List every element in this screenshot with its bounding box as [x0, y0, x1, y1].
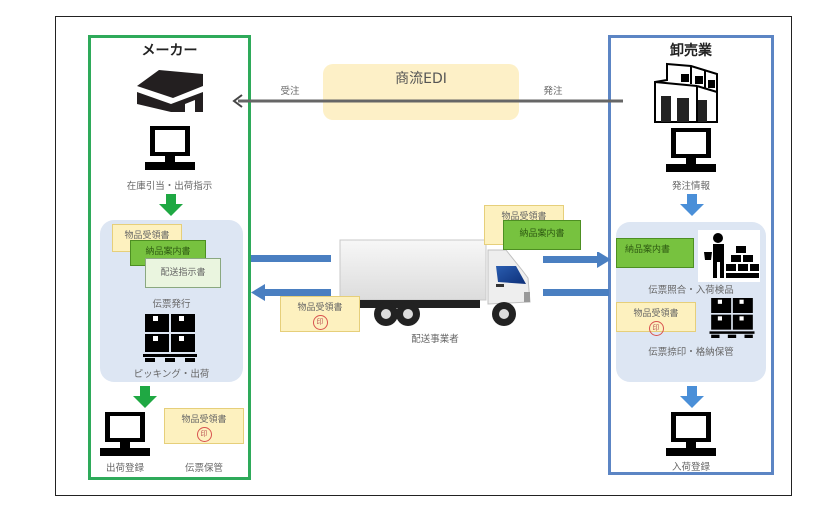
transit-delivery-note-doc: 納品案内書	[503, 220, 581, 250]
carrier-label: 配送事業者	[411, 334, 459, 345]
stamp-icon: 印	[312, 315, 328, 330]
computer-icon	[100, 412, 150, 456]
pallet-boxes-icon	[709, 298, 755, 338]
maker-box	[88, 35, 251, 480]
maker-stored-receipt-doc: 物品受領書 印	[164, 408, 244, 444]
maker-title: メーカー	[141, 43, 198, 59]
down-arrow-icon	[680, 386, 704, 408]
wholesaler-box	[608, 35, 774, 475]
maker-picking-label: ピッキング・出荷	[133, 369, 210, 380]
down-arrow-icon	[159, 194, 183, 216]
doc-label: 納品案内書	[519, 229, 565, 239]
diagram-frame	[55, 16, 792, 496]
delivery-truck-icon	[339, 239, 531, 326]
edi-place-order-label: 発注	[543, 86, 563, 97]
wholesaler-stamp-store-label: 伝票捺印・格納保管	[648, 347, 734, 358]
edi-receive-order-label: 受注	[280, 86, 300, 97]
maker-issue-label: 伝票発行	[152, 299, 191, 310]
maker-ship-register-label: 出荷登録	[105, 463, 144, 474]
maker-doc-dispatch-instruction: 配送指示書	[145, 258, 221, 288]
wholesaler-order-info-label: 発注情報	[671, 181, 710, 192]
shipment-arrows-right	[543, 252, 611, 296]
computer-icon	[145, 126, 195, 170]
maker-storage-label: 伝票保管	[184, 463, 223, 474]
stamp-icon: 印	[648, 321, 664, 336]
computer-icon	[666, 128, 716, 172]
down-arrow-icon	[680, 194, 704, 216]
warehouse-building-icon	[654, 62, 718, 123]
edi-order-arrow	[232, 94, 623, 108]
doc-label: 物品受領書	[124, 231, 170, 241]
edi-band	[323, 64, 519, 120]
doc-label: 納品案内書	[145, 247, 191, 257]
computer-icon	[666, 412, 716, 456]
doc-label: 物品受領書	[633, 309, 679, 319]
return-receipt-doc: 物品受領書 印	[280, 296, 360, 332]
wholesaler-doc-delivery-note: 納品案内書	[616, 238, 694, 268]
wholesaler-title: 卸売業	[670, 43, 712, 59]
stamp-icon: 印	[196, 427, 212, 442]
pallet-boxes-icon	[143, 314, 197, 362]
doc-label: 配送指示書	[160, 268, 206, 278]
wholesaler-receipt-doc: 物品受領書 印	[616, 302, 696, 336]
down-arrow-icon	[133, 386, 157, 408]
factory-icon	[137, 70, 203, 112]
wholesaler-inspect-label: 伝票照合・入荷検品	[648, 285, 734, 296]
doc-label: 物品受領書	[297, 303, 343, 313]
shipment-arrows-left	[251, 255, 331, 301]
wholesaler-receive-register-label: 入荷登録	[671, 462, 710, 473]
maker-inventory-label: 在庫引当・出荷指示	[126, 181, 213, 192]
edi-title: 商流EDI	[395, 71, 447, 87]
doc-label: 物品受領書	[181, 415, 227, 425]
doc-label: 納品案内書	[625, 245, 671, 255]
doc-label: 物品受領書	[501, 212, 547, 222]
worker-inspection-icon	[698, 230, 760, 282]
